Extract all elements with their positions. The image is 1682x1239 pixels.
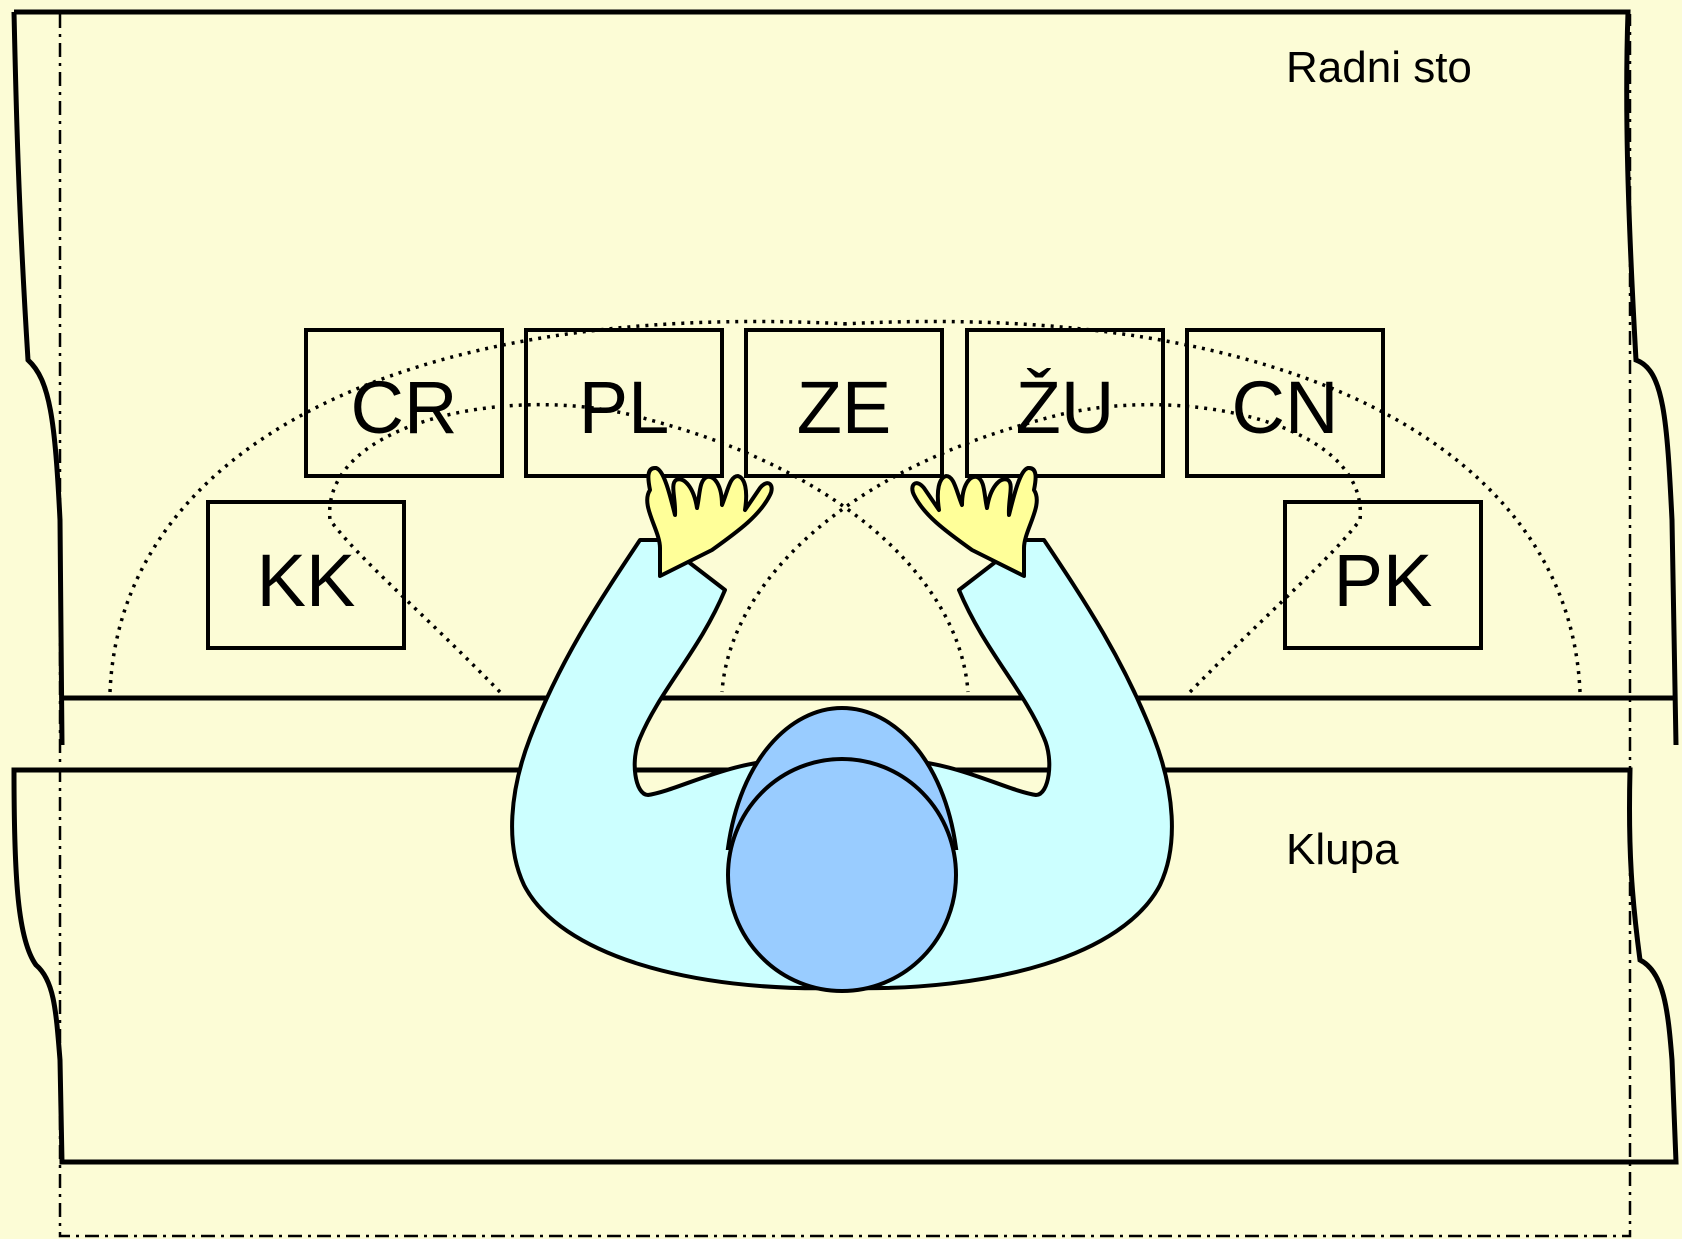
- bin-zu: ŽU: [965, 328, 1165, 478]
- bin-pk: PK: [1283, 500, 1483, 650]
- normal-reach-left-arc: [328, 403, 970, 694]
- bin-cr-label: CR: [351, 366, 458, 449]
- bin-ze: ZE: [744, 328, 944, 478]
- bin-pl-label: PL: [579, 366, 670, 449]
- bin-cn-label: CN: [1232, 366, 1339, 449]
- desk-outline: [11, 9, 1679, 746]
- bin-cn: CN: [1185, 328, 1385, 478]
- bin-kk: KK: [206, 500, 406, 650]
- worker-head: [726, 757, 958, 993]
- bin-kk-label: KK: [257, 539, 356, 622]
- bin-zu-label: ŽU: [1016, 366, 1115, 449]
- workspace-boundary: [58, 14, 1632, 1238]
- bin-pl: PL: [524, 328, 724, 478]
- normal-reach-right-arc: [720, 403, 1362, 694]
- bench-outline: [11, 767, 1679, 1165]
- bench-label: Klupa: [1286, 825, 1399, 874]
- bin-cr: CR: [304, 328, 504, 478]
- bin-pk-label: PK: [1334, 539, 1433, 622]
- desk-label: Radni sto: [1286, 43, 1472, 92]
- bin-ze-label: ZE: [797, 366, 892, 449]
- hand-icon: [910, 466, 1039, 578]
- hand-icon: [645, 466, 774, 578]
- worker-top-view-icon: [510, 466, 1174, 993]
